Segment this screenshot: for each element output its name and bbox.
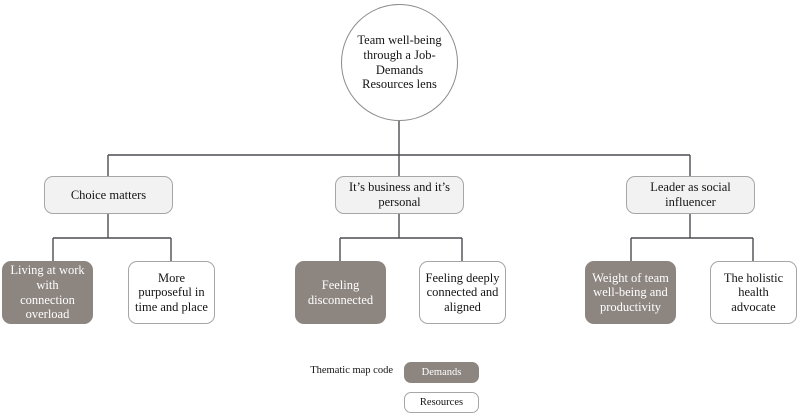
subtheme-node-living-at-work: Living at work with connection overload [2, 261, 93, 324]
subtheme-node-feeling-connected: Feeling deeply connected and aligned [419, 261, 506, 324]
legend-title: Thematic map code [310, 365, 393, 376]
theme-node-social-influencer: Leader as social influencer [626, 176, 755, 214]
legend-swatch-demands: Demands [404, 362, 479, 383]
theme-node-choice-matters: Choice matters [44, 176, 173, 214]
legend-swatch-resources: Resources [404, 392, 479, 413]
subtheme-node-more-purposeful: More purposeful in time and place [128, 261, 215, 324]
subtheme-node-weight-of-team: Weight of team well-being and productivi… [585, 261, 676, 324]
root-node: Team well-being through a Job-Demands Re… [341, 4, 458, 121]
theme-node-business-personal: It’s business and it’s personal [335, 176, 464, 214]
subtheme-node-feeling-disconnected: Feeling disconnected [295, 261, 386, 324]
subtheme-node-holistic-health-advocate: The holistic health advocate [710, 261, 797, 324]
